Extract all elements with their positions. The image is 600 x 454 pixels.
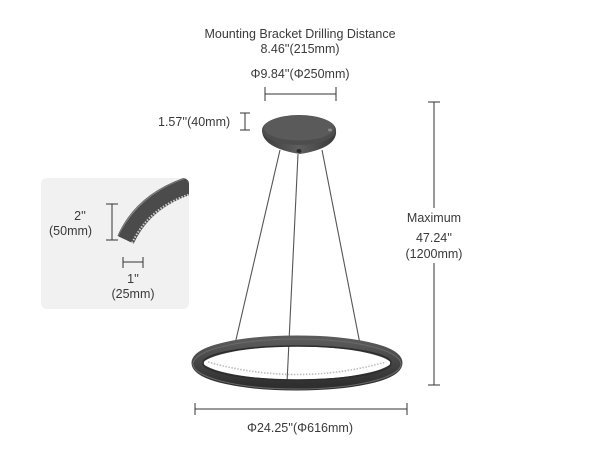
- ring-diameter-label: Φ24.25''(Φ616mm): [246, 421, 353, 435]
- profile-height-mm: (50mm): [49, 224, 93, 238]
- profile-width-mm: (25mm): [111, 287, 155, 301]
- dimension-profile-width: [122, 257, 144, 268]
- canopy-height-label: 1.57''(40mm): [158, 115, 231, 129]
- profile-width-inch: 1'': [127, 272, 139, 286]
- dimension-canopy-diameter: [264, 87, 337, 101]
- max-height-inch: 47.24'': [415, 231, 453, 245]
- dimension-ring-diameter: [194, 403, 408, 415]
- bracket-drilling-value: 8.46''(215mm): [260, 42, 340, 56]
- bracket-drilling-title: Mounting Bracket Drilling Distance: [204, 27, 396, 41]
- dimension-max-height: [428, 101, 440, 386]
- canopy: [262, 115, 337, 154]
- max-height-title: Maximum: [406, 211, 462, 225]
- profile-height-inch: 2'': [74, 209, 86, 223]
- max-height-mm: (1200mm): [405, 247, 463, 261]
- pendant-ring: [191, 335, 403, 391]
- dimension-profile-height: [106, 203, 118, 241]
- canopy-diameter-label: Φ9.84''(Φ250mm): [250, 67, 350, 81]
- ring-closeup: [117, 178, 189, 244]
- dimension-canopy-height: [240, 112, 250, 131]
